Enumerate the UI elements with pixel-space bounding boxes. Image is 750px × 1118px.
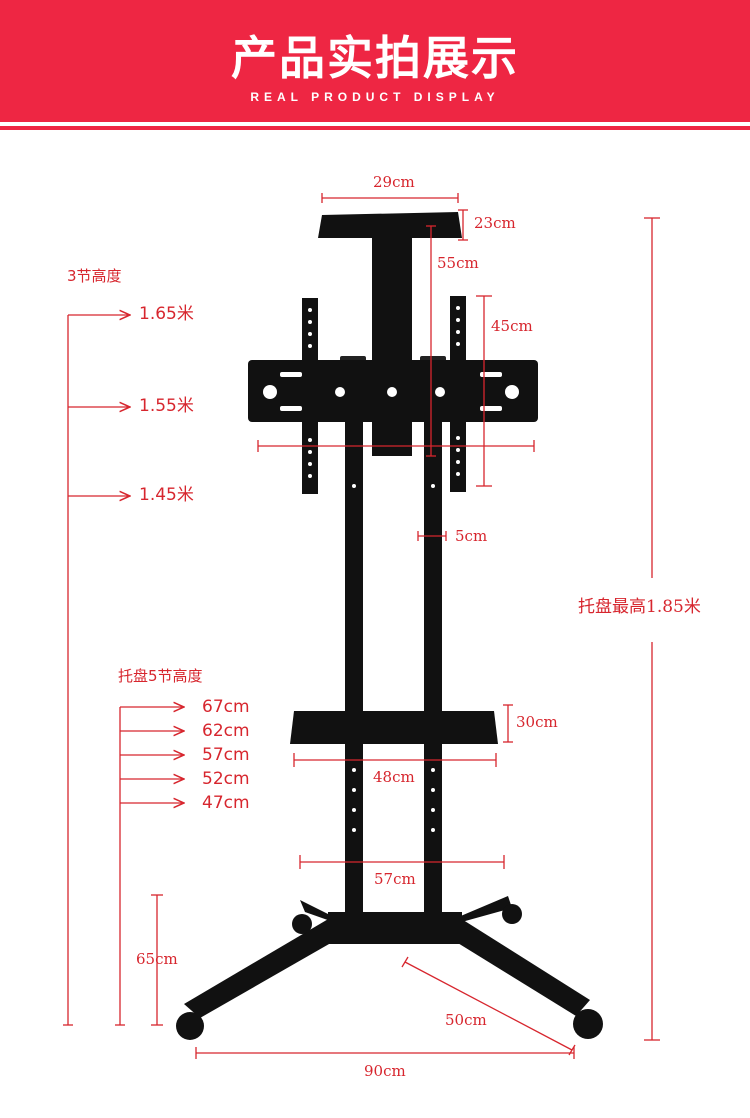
tray-level-5: 47cm [202, 793, 250, 813]
top-tray [318, 212, 462, 238]
dim-camera-arm: 55cm [437, 254, 479, 272]
leg-front-left [184, 918, 350, 1018]
leg-front-right [440, 918, 590, 1016]
dim-base-width: 90cm [364, 1062, 406, 1080]
dim-pole-width: 5cm [455, 527, 488, 545]
right-pole [424, 356, 442, 934]
bracket-arm-left [302, 298, 318, 494]
bracket-holes [263, 306, 519, 832]
tray-level-2: 62cm [202, 721, 250, 741]
height-levels-title: 3节高度 [67, 267, 122, 285]
height-level-3: 1.45米 [139, 485, 194, 505]
banner-subtitle: REAL PRODUCT DISPLAY [250, 90, 500, 104]
dim-shelf-width: 48cm [373, 768, 415, 786]
tray-level-4: 52cm [202, 769, 250, 789]
dim-shelf-depth: 30cm [516, 713, 558, 731]
dim-base-depth: 50cm [445, 1011, 487, 1029]
header-underline [0, 126, 750, 130]
header-banner [0, 0, 750, 122]
banner-title: 产品实拍展示 [231, 31, 519, 85]
dim-top-tray-width: 29cm [373, 173, 415, 191]
height-level-2: 1.55米 [139, 396, 194, 416]
left-pole [345, 356, 363, 934]
dim-top-tray-depth: 23cm [474, 214, 516, 232]
dimension-lines [63, 193, 660, 1059]
height-level-1: 1.65米 [139, 304, 194, 324]
shelf [290, 711, 498, 744]
tray-level-1: 67cm [202, 697, 250, 717]
dim-tray-max-height: 托盘最高1.85米 [578, 597, 701, 617]
tray-levels-title: 托盘5节高度 [118, 667, 203, 685]
bracket-arm-right [450, 296, 466, 492]
dim-leg-span: 57cm [374, 870, 416, 888]
tv-stand [176, 212, 603, 1040]
dim-base-height: 65cm [136, 950, 178, 968]
dim-bracket-height: 45cm [491, 317, 533, 335]
base-hub [328, 912, 462, 944]
tray-level-3: 57cm [202, 745, 250, 765]
